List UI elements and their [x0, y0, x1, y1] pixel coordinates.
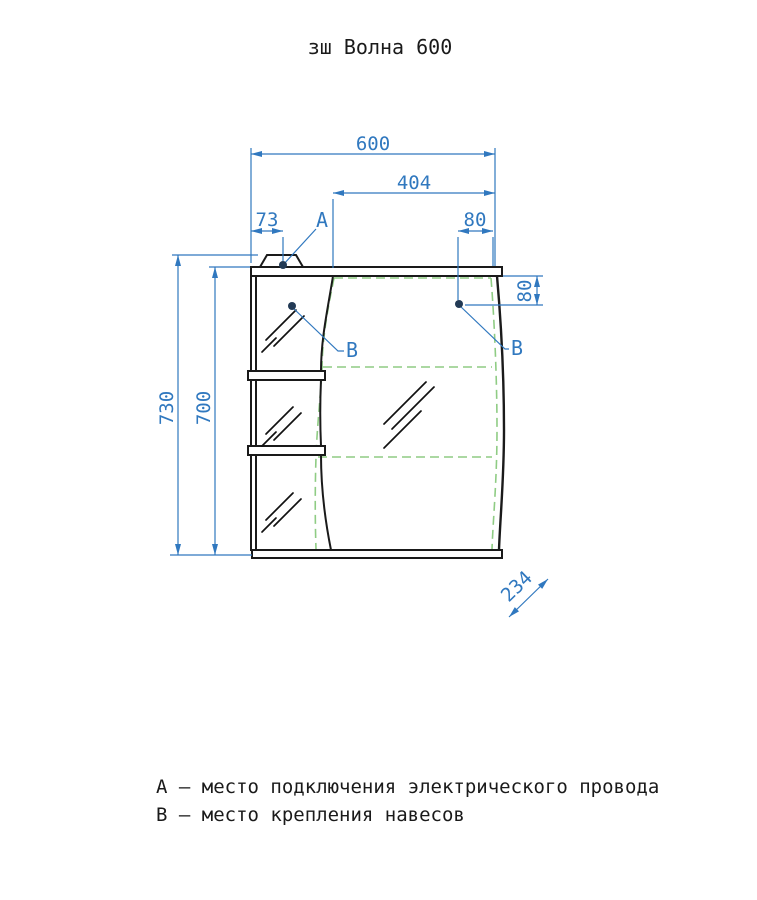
- dim-hinge-inset: 80: [464, 209, 487, 231]
- page-title: зш Волна 600: [308, 35, 453, 59]
- column-wave-edge-bottom: [320, 454, 332, 551]
- leader-a: [282, 228, 317, 266]
- dimension-arrowheads: [175, 151, 548, 617]
- legend-line-b: В – место крепления навесов: [156, 804, 465, 826]
- dim-total-width: 600: [356, 133, 390, 155]
- right-wave-edge: [495, 275, 506, 551]
- hatch-shelf-panel-middle: [261, 406, 302, 447]
- dim-total-height: 730: [156, 391, 178, 425]
- shelf-lower: [247, 445, 326, 456]
- dim-hinge-drop: 80: [514, 280, 536, 303]
- hatch-shelf-panel-top: [261, 309, 305, 353]
- leader-b-left: [291, 306, 344, 352]
- dim-body-height: 700: [193, 391, 215, 425]
- label-b-right: В: [511, 336, 523, 360]
- label-a: А: [316, 208, 328, 232]
- dimension-lines: [170, 148, 549, 618]
- left-side-wall: [250, 275, 257, 551]
- cabinet-structure: [247, 254, 506, 559]
- bottom-panel: [251, 549, 503, 559]
- dim-door-width: 404: [397, 172, 431, 194]
- hatch-shelf-panel-bottom: [261, 492, 302, 533]
- point-b-hinge-left: [288, 302, 296, 310]
- point-a-electrical: [279, 261, 287, 269]
- top-panel: [250, 266, 503, 277]
- legend: А – место подключения электрического про…: [156, 776, 659, 826]
- hatch-door-mirror: [383, 381, 435, 449]
- mounting-points: [279, 261, 463, 310]
- shelf-upper: [247, 370, 326, 381]
- dim-depth: 234: [497, 567, 537, 607]
- leader-b-right: [458, 304, 509, 350]
- door-outline-dashed: [314, 277, 498, 550]
- mirror-hatching: [261, 309, 435, 533]
- point-b-hinge-right: [455, 300, 463, 308]
- door-right-edge: [490, 277, 498, 550]
- legend-line-a: А – место подключения электрического про…: [156, 776, 659, 798]
- dimension-labels: 600 404 73 80 80 730 700 234 А В В: [156, 133, 537, 607]
- label-b-left: В: [346, 338, 358, 362]
- column-wave-edge-top: [320, 275, 334, 372]
- column-wave-edge-middle: [319, 379, 322, 447]
- dim-lamp-offset: 73: [256, 209, 279, 231]
